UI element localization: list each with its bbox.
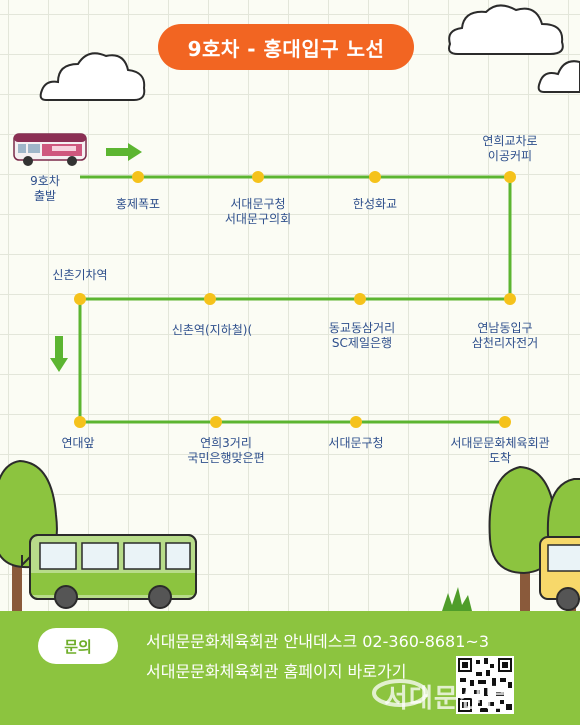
stop-dot [74,293,86,305]
scenery [0,459,580,611]
stop-label: 서대문구청 [328,436,384,450]
arrow-down-icon [50,336,68,372]
stop-dot [252,171,264,183]
stop-dot [210,416,222,428]
cloud-top-left [39,52,146,101]
watermark-logo [372,679,428,707]
homepage-link[interactable]: 서대문문화체육회관 홈페이지 바로가기 [146,662,407,681]
route-title: 9호차 - 홍대입구 노선 [158,24,414,70]
route-diagram [74,171,516,428]
stop-dot [504,171,516,183]
stop-dots [74,171,516,428]
stop-dot [74,416,86,428]
route-line [78,175,512,424]
stop-dot [499,416,511,428]
stop-dot [504,293,516,305]
stop-dot [350,416,362,428]
stop-dot [204,293,216,305]
stop-label: 신촌기차역 [52,268,108,282]
stop-dot [369,171,381,183]
stop-dot [132,171,144,183]
stop-label: 신촌역(지하철)( [171,323,253,337]
arrow-right-icon [106,143,142,161]
stop-label: 연대앞 [61,436,95,450]
cloud-top-right [448,4,580,93]
stop-label: 한성화교 [352,197,398,211]
qr-code-icon[interactable] [456,656,514,714]
inquiry-badge: 문의 [38,628,118,664]
stop-dot [354,293,366,305]
start-bus-icon [13,133,87,166]
stop-label: 홍제폭포 [115,197,161,211]
contact-info: 서대문문화체육회관 안내데스크 02-360-8681~3 [146,632,490,651]
watermark: 서대문신문 [384,684,509,714]
